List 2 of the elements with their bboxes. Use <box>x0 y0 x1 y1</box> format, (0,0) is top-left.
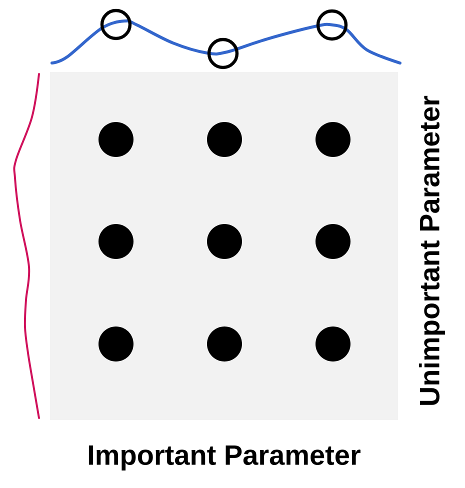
axis-label: Important Parameter <box>88 445 360 471</box>
axis-label: Unimportant Parameter <box>418 96 446 405</box>
